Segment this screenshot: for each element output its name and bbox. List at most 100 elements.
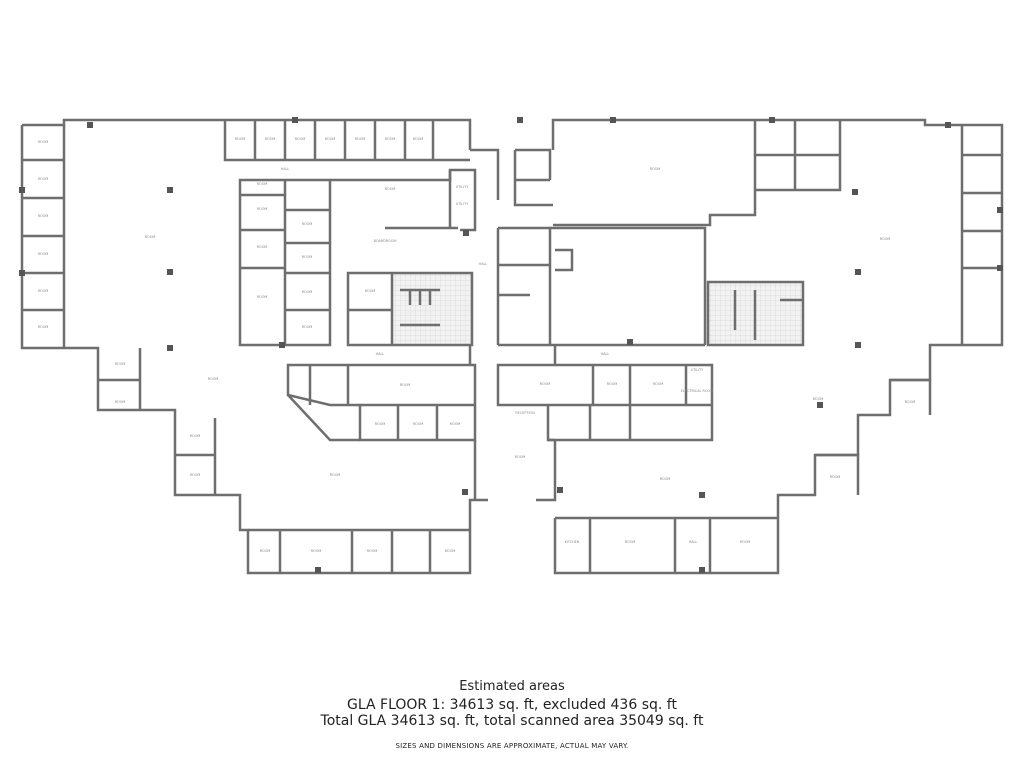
room-label: ROOM bbox=[385, 187, 396, 191]
column-icon bbox=[19, 270, 25, 276]
room-label: ROOM bbox=[660, 477, 671, 481]
room-label: ROOM bbox=[208, 377, 219, 381]
column-icon bbox=[557, 487, 563, 493]
room-label: ROOM bbox=[38, 289, 49, 293]
column-icon bbox=[769, 117, 775, 123]
room-label: ROOM bbox=[302, 325, 313, 329]
column-icon bbox=[19, 187, 25, 193]
room-label: RECEPTION bbox=[515, 411, 535, 415]
wall-segment bbox=[468, 345, 557, 500]
column-icon bbox=[167, 269, 173, 275]
room-label: ROOM bbox=[38, 252, 49, 256]
column-icon bbox=[462, 489, 468, 495]
wall-segment bbox=[496, 226, 552, 345]
room-label: ROOM bbox=[365, 289, 376, 293]
room-label: ROOM bbox=[257, 182, 268, 186]
room-label: ROOM bbox=[740, 540, 751, 544]
room-label: ROOM bbox=[257, 295, 268, 299]
wall-segment bbox=[706, 280, 805, 347]
room-label: UTILITY bbox=[691, 368, 705, 372]
wall-segment bbox=[385, 170, 458, 230]
room-label: ROOM bbox=[905, 400, 916, 404]
room-label: ROOM bbox=[330, 473, 341, 477]
room-label: ROOM bbox=[115, 400, 126, 404]
restroom-tiles bbox=[392, 273, 803, 345]
wall-segment bbox=[498, 226, 707, 347]
room-label: ROOM bbox=[385, 137, 396, 141]
room-label: ROOM bbox=[367, 549, 378, 553]
column-icon bbox=[627, 339, 633, 345]
column-icon bbox=[87, 122, 93, 128]
gla-floor-line: GLA FLOOR 1: 34613 sq. ft, excluded 436 … bbox=[347, 697, 677, 713]
room-label: ROOM bbox=[625, 540, 636, 544]
room-label: ROOM bbox=[830, 475, 841, 479]
total-gla-line: Total GLA 34613 sq. ft, total scanned ar… bbox=[320, 713, 704, 729]
room-label: ROOM bbox=[540, 382, 551, 386]
room-label: ROOM bbox=[355, 137, 366, 141]
room-label: ROOM bbox=[190, 434, 201, 438]
column-icon bbox=[852, 189, 858, 195]
column-icon bbox=[292, 117, 298, 123]
room-label: ROOM bbox=[302, 222, 313, 226]
room-label: ROOM bbox=[413, 422, 424, 426]
room-label: ROOM bbox=[265, 137, 276, 141]
wall-segment bbox=[240, 193, 330, 312]
room-label: ROOM bbox=[302, 290, 313, 294]
wall-segment bbox=[22, 118, 472, 150]
room-label: ROOM bbox=[880, 237, 891, 241]
room-label: UTILITY bbox=[456, 202, 470, 206]
wall-segment bbox=[287, 394, 360, 442]
room-label: ROOM bbox=[260, 549, 271, 553]
column-icon bbox=[463, 230, 469, 236]
wall-segment bbox=[400, 288, 440, 327]
room-label: ROOM bbox=[38, 177, 49, 181]
column-icon bbox=[517, 117, 523, 123]
wall-segment bbox=[248, 528, 470, 573]
room-label: ROOM bbox=[38, 325, 49, 329]
column-icon bbox=[997, 207, 1003, 213]
wall-segment bbox=[286, 363, 477, 442]
room-label: ROOM bbox=[145, 235, 156, 239]
wall-segment bbox=[555, 516, 778, 573]
column-icon bbox=[315, 567, 321, 573]
room-label: ROOM bbox=[607, 382, 618, 386]
structural-columns bbox=[19, 117, 1003, 573]
room-label: HALL bbox=[479, 262, 488, 266]
wall-segment bbox=[551, 118, 1004, 575]
wall-segment bbox=[815, 378, 932, 495]
room-label: ROOM bbox=[450, 422, 461, 426]
column-icon bbox=[279, 342, 285, 348]
wall-segment bbox=[536, 440, 557, 502]
column-icon bbox=[945, 122, 951, 128]
wall-segment bbox=[962, 153, 1002, 270]
column-icon bbox=[855, 342, 861, 348]
column-icon bbox=[699, 492, 705, 498]
room-label: HALL bbox=[281, 167, 290, 171]
estimated-areas-title: Estimated areas bbox=[459, 679, 565, 694]
room-label: ROOM bbox=[400, 383, 411, 387]
room-labels: ROOM ROOM ROOM ROOM ROOM ROOM ROOM ROOM ROOM ROOM… bbox=[38, 137, 916, 553]
room-label: HALL bbox=[376, 352, 385, 356]
room-label: ROOM bbox=[295, 137, 306, 141]
room-label: ROOM bbox=[115, 362, 126, 366]
room-label: ELECTRICAL ROOM bbox=[681, 389, 713, 393]
wall-segment bbox=[330, 168, 477, 232]
room-label: ROOM bbox=[375, 422, 386, 426]
wall-segment bbox=[346, 271, 474, 347]
wall-segment bbox=[513, 148, 553, 207]
wall-segment bbox=[175, 418, 217, 495]
column-icon bbox=[855, 269, 861, 275]
room-label: ROOM bbox=[190, 473, 201, 477]
walls bbox=[20, 118, 1004, 575]
column-icon bbox=[167, 345, 173, 351]
column-icon bbox=[699, 567, 705, 573]
column-icon bbox=[610, 117, 616, 123]
wall-segment bbox=[496, 363, 714, 442]
column-icon bbox=[817, 402, 823, 408]
disclaimer-note: SIZES AND DIMENSIONS ARE APPROXIMATE, AC… bbox=[395, 742, 629, 750]
wall-segment bbox=[98, 348, 142, 410]
wall-segment bbox=[470, 148, 500, 200]
wall-segment bbox=[223, 120, 470, 162]
wall-segment bbox=[22, 158, 64, 312]
